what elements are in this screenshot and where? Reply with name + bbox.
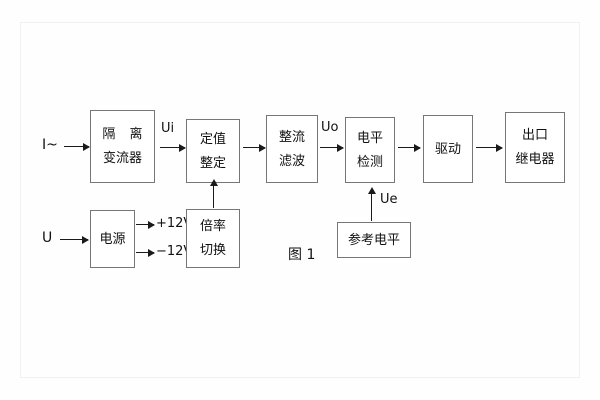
arrow-isolation-to-setting <box>160 143 186 152</box>
block-isolation-ct-line-1: 隔 离 <box>102 127 148 142</box>
diagram-frame <box>20 22 580 378</box>
block-level-detect: 电平 检测 <box>345 117 395 183</box>
block-isolation-ct-line-2: 变流器 <box>102 151 142 166</box>
current-input-label: I~ <box>42 137 58 153</box>
block-setting-line-2: 整定 <box>199 155 226 171</box>
arrow-multiplier-to-setting <box>209 179 218 208</box>
block-rectify-filter-line-2: 滤波 <box>278 153 305 169</box>
block-reference-level-line-1: 参考电平 <box>347 232 400 248</box>
block-rectify-filter: 整流 滤波 <box>266 115 318 183</box>
rail-negative-label: −12V <box>156 244 193 259</box>
block-multiplier-switch: 倍率 切换 <box>186 209 240 268</box>
arrow-level-detect-to-drive <box>398 143 421 152</box>
arrow-rail-negative <box>136 248 155 257</box>
arrow-rail-positive <box>136 220 155 229</box>
block-isolation-ct: 隔 离 变流器 <box>90 110 155 183</box>
arrow-rectify-to-level-detect <box>320 143 344 152</box>
block-level-detect-line-2: 检测 <box>356 154 383 170</box>
block-multiplier-switch-line-1: 倍率 <box>199 219 226 234</box>
arrow-setting-to-rectify <box>243 143 266 152</box>
block-setting: 定值 整定 <box>186 119 240 183</box>
ue-label: Ue <box>380 192 398 207</box>
block-output-relay: 出口 继电器 <box>505 112 565 183</box>
arrow-reference-to-level-detect <box>367 187 376 221</box>
block-output-relay-line-1: 出口 <box>521 128 548 143</box>
block-rectify-filter-line-1: 整流 <box>278 129 305 145</box>
block-output-relay-line-2: 继电器 <box>515 152 555 167</box>
arrow-voltage-to-power-supply <box>60 235 89 244</box>
block-power-supply: 电源 <box>90 210 135 268</box>
block-reference-level: 参考电平 <box>337 222 411 258</box>
block-multiplier-switch-line-2: 切换 <box>199 243 226 258</box>
voltage-input-label: U <box>42 230 53 246</box>
block-power-supply-line-1: 电源 <box>99 231 126 247</box>
figure-caption: 图 1 <box>288 247 316 263</box>
block-drive: 驱动 <box>423 115 473 183</box>
uo-label: Uo <box>321 120 339 135</box>
arrow-drive-to-output-relay <box>476 143 503 152</box>
arrow-current-to-isolation <box>64 142 90 151</box>
block-level-detect-line-1: 电平 <box>356 130 383 146</box>
rail-positive-label: +12V <box>156 216 193 231</box>
ui-label: Ui <box>161 121 175 136</box>
block-drive-line-1: 驱动 <box>434 141 461 157</box>
block-setting-line-1: 定值 <box>199 131 226 147</box>
